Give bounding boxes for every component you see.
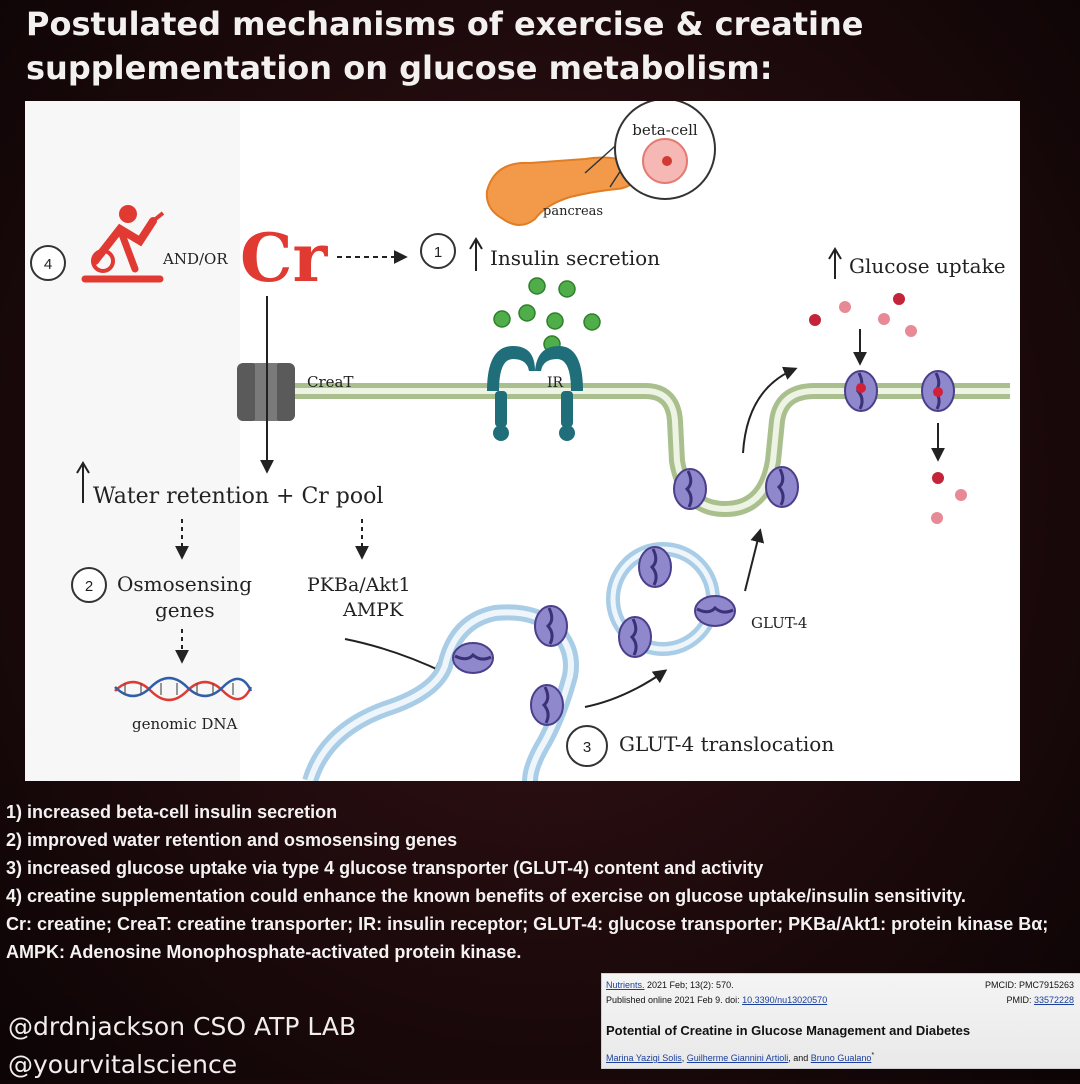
up-arrow-insulin-icon [469,237,483,271]
glucose-in-transporter-1 [856,383,866,393]
and-or-label: AND/OR [162,250,228,268]
glut4-compartment-icon-1 [451,641,495,675]
step-1-circle [420,233,456,269]
step-2-number: 2 [85,578,93,595]
abbreviations: Cr: creatine; CreaT: creatine transporte… [6,914,1049,962]
exercise-bike-icon [81,205,165,283]
glut4-compartment-icon-2 [533,604,569,648]
insulin-molecules [493,277,601,353]
handle-2: @yourvitalscience [8,1050,238,1079]
citation-journal-line: Nutrients. 2021 Feb; 13(2): 570. [606,980,734,990]
dna-helix-icon [114,676,253,702]
beta-cell-nucleus-icon [662,156,672,166]
step-3-circle [566,725,608,767]
glucose-molecules [809,293,967,524]
ampk-label: AMPK [342,599,404,621]
corresponding-asterisk: * [871,1050,875,1059]
fusion-arrow [742,366,798,454]
citation-published-line: Published online 2021 Feb 9. doi: 10.339… [606,995,827,1005]
glucose-in-transporter-2 [933,387,943,397]
glut4-translocation-label: GLUT-4 translocation [619,732,834,756]
up-arrow-glucose-icon [828,247,842,279]
social-handles: @drdnjackson CSO ATP LAB @yourvitalscien… [8,1008,356,1084]
creat-label: CreaT [307,373,353,391]
glut4-label: GLUT-4 [751,614,807,632]
pancreas-label: pancreas [543,204,603,219]
pkb-akt1-label: PKBa/Akt1 [307,574,411,596]
glut4-vesicle-icon-2 [617,615,653,659]
glut4-vesicle-icon-1 [637,545,673,589]
step-4-number: 4 [44,256,52,273]
title-line-1: Postulated mechanisms of exercise & crea… [26,5,864,43]
osmosensing-label-2: genes [155,598,215,622]
handle-1: @drdnjackson CSO ATP LAB [8,1012,357,1041]
beta-cell-label: beta-cell [632,121,698,139]
author-link-1[interactable]: Marina Yazigi Solis [606,1053,682,1063]
pmid-label: PMID: [1006,995,1034,1005]
author-sep-1: , [681,1053,687,1063]
citation-pmid-line: PMID: 33572228 [1006,995,1074,1005]
glut4-compartment-icon-3 [529,683,565,727]
pancreas-icon [485,156,637,226]
ir-label: IR [547,375,564,391]
glut4-fold-icon-1 [672,467,708,511]
glut4-vesicle-icon-3 [693,594,737,628]
page-title: Postulated mechanisms of exercise & crea… [26,2,1066,90]
citation-box: Nutrients. 2021 Feb; 13(2): 570. PMCID: … [601,973,1080,1069]
step-3-number: 3 [583,739,591,756]
step-2-circle [71,567,107,603]
vesicle-to-membrane-arrow [744,528,765,592]
step-1-number: 1 [434,244,442,261]
pkb-to-glut-arrow [344,638,448,675]
cr-label: Cr [240,219,329,297]
compartment-to-vesicle-arrow [584,669,668,708]
mechanism-notes: 1) increased beta-cell insulin secretion… [6,798,1074,966]
genomic-dna-label: genomic DNA [132,715,238,733]
glut4-fold-icon-2 [764,465,800,509]
note-2: 2) improved water retention and osmosens… [6,830,458,850]
author-sep-2: , and [788,1053,811,1063]
insulin-receptor-icon [487,346,583,441]
published-text: Published online 2021 Feb 9. doi: [606,995,743,1005]
up-arrow-water-icon [76,461,90,503]
citation-authors: Marina Yazigi Solis, Guilherme Giannini … [606,1050,874,1063]
insulin-secretion-label: Insulin secretion [490,246,660,270]
journal-link[interactable]: Nutrients. [606,980,645,990]
glucose-uptake-label: Glucose uptake [849,254,1006,278]
step-4-circle [30,245,66,281]
author-link-2[interactable]: Guilherme Giannini Artioli [686,1053,789,1063]
article-title: Potential of Creatine in Glucose Managem… [606,1023,971,1038]
note-3: 3) increased glucose uptake via type 4 g… [6,858,764,878]
water-retention-label: Water retention + Cr pool [93,484,383,509]
doi-link[interactable]: 10.3390/nu13020570 [742,995,828,1005]
title-line-2: supplementation on glucose metabolism: [26,49,773,87]
author-link-3[interactable]: Bruno Gualano [810,1053,872,1063]
note-1: 1) increased beta-cell insulin secretion [6,802,338,822]
osmosensing-label-1: Osmosensing [117,572,252,596]
note-4: 4) creatine supplementation could enhanc… [6,886,966,906]
journal-details: 2021 Feb; 13(2): 570. [644,980,734,990]
left-shade [25,101,240,781]
mechanism-diagram: CreaT 4 AND/OR Cr 1 Insulin secretion pa… [25,101,1010,781]
pmid-link[interactable]: 33572228 [1033,995,1074,1005]
diagram-panel: CreaT 4 AND/OR Cr 1 Insulin secretion pa… [25,101,1020,781]
citation-pmcid: PMCID: PMC7915263 [984,980,1074,990]
